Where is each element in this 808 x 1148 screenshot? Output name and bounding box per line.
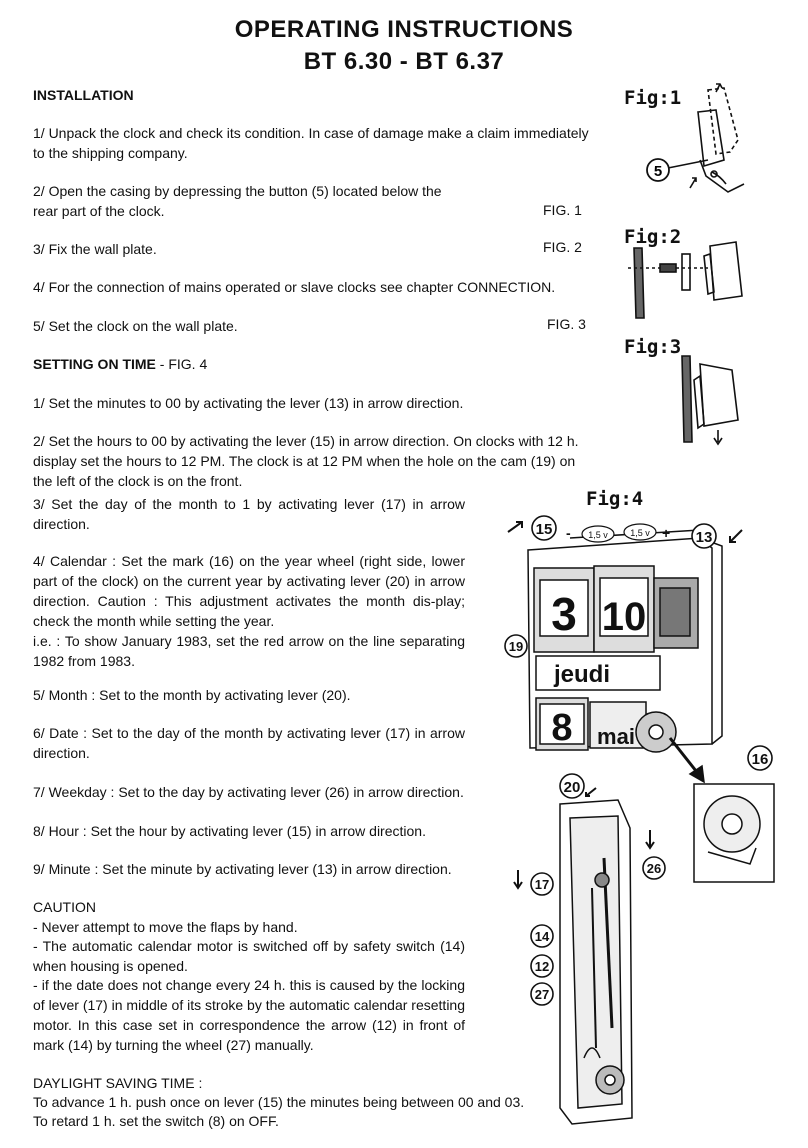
setting-step-5: 5/ Month : Set to the month by activatin…	[33, 687, 351, 703]
setting-step-8: 8/ Hour : Set the hour by activating lev…	[33, 823, 426, 839]
fig4-label: Fig:4	[586, 488, 644, 510]
caution-heading: CAUTION	[33, 899, 96, 915]
callout-12: 12	[535, 959, 549, 974]
setting-step-7: 7/ Weekday : Set to the day by activatin…	[33, 784, 464, 800]
flap-hour: 3	[551, 588, 577, 640]
setting-step-2: 2/ Set the hours to 00 by activating the…	[33, 433, 579, 489]
callout-14: 14	[535, 929, 550, 944]
battery-plus: +	[662, 525, 670, 541]
callout-19: 19	[509, 639, 523, 654]
setting-step-3: 3/ Set the day of the month to 1 by acti…	[33, 496, 465, 532]
callout-13: 13	[696, 529, 713, 546]
caution-line-1: - Never attempt to move the flaps by han…	[33, 919, 298, 935]
installation-heading: INSTALLATION	[33, 87, 134, 103]
flap-month: mai	[597, 724, 635, 749]
battery-minus: -	[566, 525, 571, 541]
fig4-reference: - FIG. 4	[155, 356, 208, 372]
flap-weekday: jeudi	[553, 661, 610, 688]
dst-line-1: To advance 1 h. push once on lever (15) …	[33, 1094, 525, 1110]
battery-1	[581, 525, 615, 543]
fig1-callout-5: 5	[654, 163, 662, 180]
fig3-illustration	[681, 355, 739, 446]
setting-step-6: 6/ Date : Set to the day of the month by…	[33, 725, 465, 761]
dst-line-2: To retard 1 h. set the switch (8) on OFF…	[33, 1113, 279, 1129]
battery-2-label: 1,5 v	[630, 528, 650, 538]
setting-heading: SETTING ON TIME - FIG. 4	[33, 354, 207, 374]
callout-20: 20	[564, 779, 581, 796]
document-title: OPERATING INSTRUCTIONS	[234, 16, 574, 43]
caution-line-2: - The automatic calendar motor is switch…	[33, 938, 465, 974]
setting-step-4: 4/ Calendar : Set the mark (16) on the y…	[33, 553, 465, 629]
flap-minute: 10	[602, 595, 647, 639]
callout-26: 26	[647, 861, 661, 876]
fig2-label: Fig:2	[624, 226, 682, 248]
installation-step-3: 3/ Fix the wall plate.	[33, 241, 157, 257]
callout-15: 15	[536, 521, 553, 538]
battery-2	[623, 523, 657, 541]
callout-27: 27	[535, 987, 549, 1002]
setting-step-4-example: i.e. : To show January 1983, set the red…	[33, 633, 465, 669]
document-subtitle: BT 6.30 - BT 6.37	[303, 48, 505, 75]
fig1-label: Fig:1	[624, 87, 682, 109]
setting-step-1: 1/ Set the minutes to 00 by activating t…	[33, 395, 464, 411]
battery-1-label: 1,5 v	[588, 530, 608, 540]
callout-17: 17	[535, 877, 549, 892]
setting-step-9: 9/ Minute : Set the minute by activating…	[33, 861, 452, 877]
caution-line-3: - if the date does not change every 24 h…	[33, 977, 465, 1053]
callout-16: 16	[752, 751, 769, 768]
fig1-reference: FIG. 1	[543, 202, 582, 218]
fig2-reference: FIG. 2	[543, 239, 582, 255]
dst-heading: DAYLIGHT SAVING TIME :	[33, 1075, 203, 1091]
installation-step-5: 5/ Set the clock on the wall plate.	[33, 318, 238, 334]
installation-step-2: 2/ Open the casing by depressing the but…	[33, 183, 442, 219]
fig4-illustration: 3 10 jeudi 8 mai - 1,5 v 1,5 v + 15 13 1…	[504, 515, 775, 1125]
setting-heading-text: SETTING ON TIME	[33, 356, 156, 372]
fig1-illustration: 5	[646, 83, 745, 193]
installation-step-1: 1/ Unpack the clock and check its condit…	[33, 125, 589, 161]
fig2-illustration	[628, 241, 743, 319]
flap-date: 8	[551, 707, 572, 749]
fig3-reference: FIG. 3	[547, 316, 586, 332]
fig3-label: Fig:3	[624, 336, 682, 358]
installation-step-4: 4/ For the connection of mains operated …	[33, 279, 556, 295]
